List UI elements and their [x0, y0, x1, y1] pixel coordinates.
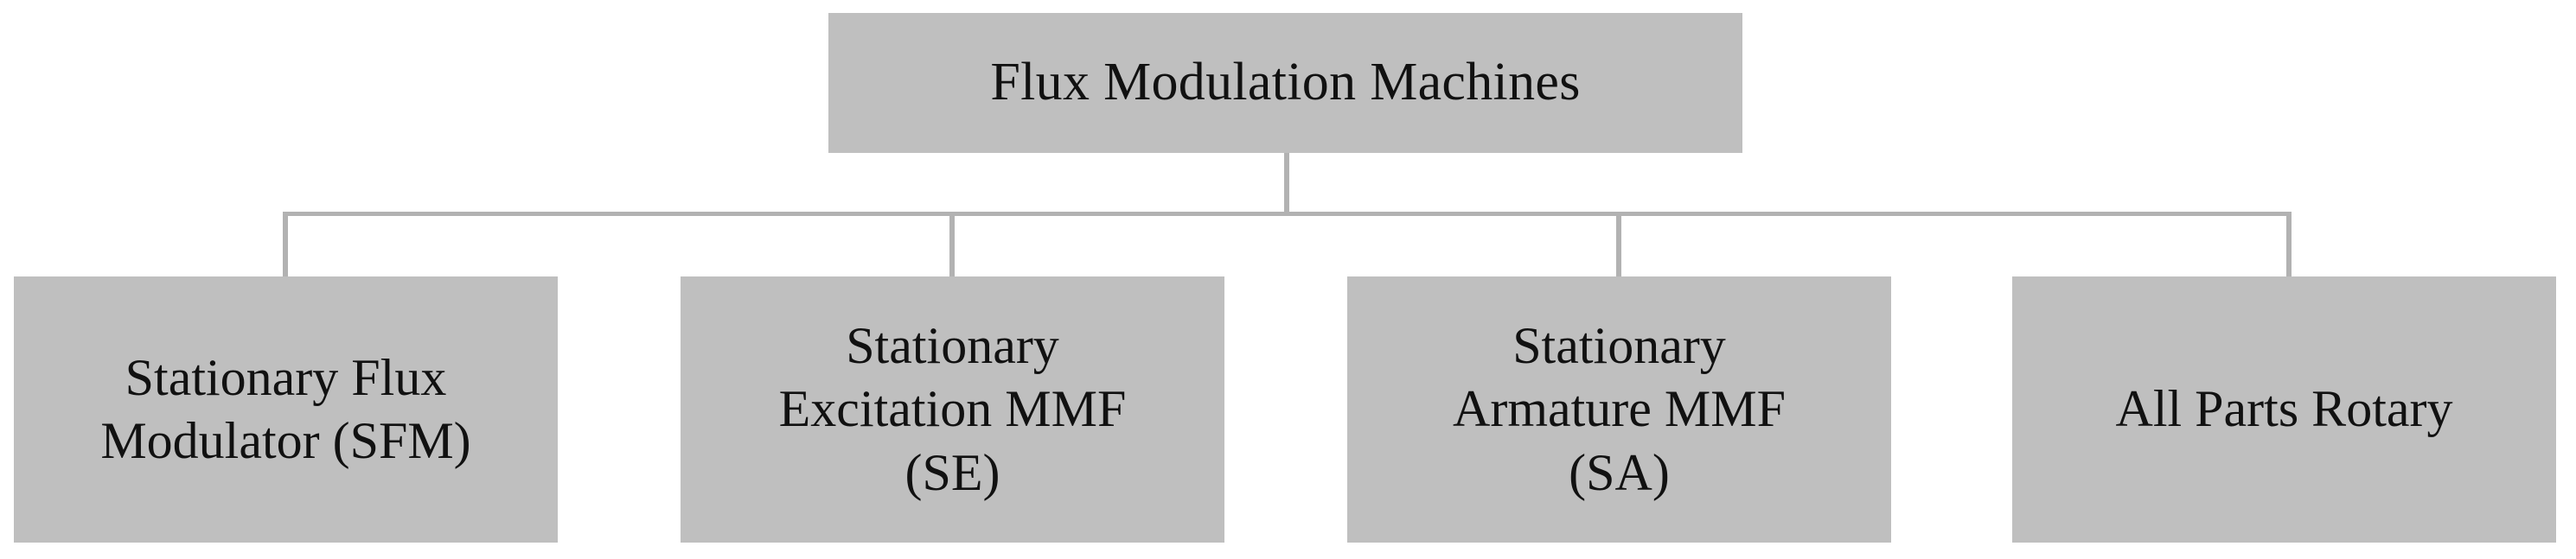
connector-horizontal-bus: [283, 212, 2292, 216]
connector-drop-stationary-flux-modulator: [283, 216, 288, 276]
connector-drop-stationary-excitation-mmf: [949, 216, 955, 276]
node-stationary-flux-modulator[interactable]: Stationary Flux Modulator (SFM): [14, 276, 558, 543]
node-flux-modulation-machines[interactable]: Flux Modulation Machines: [828, 13, 1742, 153]
connector-drop-stationary-armature-mmf: [1616, 216, 1621, 276]
connector-drop-all-parts-rotary: [2286, 216, 2292, 276]
node-label-all-parts-rotary: All Parts Rotary: [2115, 380, 2453, 438]
node-all-parts-rotary[interactable]: All Parts Rotary: [2012, 276, 2556, 543]
node-label-root: Flux Modulation Machines: [990, 53, 1581, 112]
node-stationary-armature-mmf[interactable]: Stationary Armature MMF (SA): [1347, 276, 1891, 543]
connector-root-stem: [1284, 153, 1289, 213]
node-label-stationary-armature-mmf: Stationary Armature MMF (SA): [1453, 317, 1786, 501]
node-label-stationary-excitation-mmf: Stationary Excitation MMF (SE): [778, 317, 1127, 501]
node-stationary-excitation-mmf[interactable]: Stationary Excitation MMF (SE): [681, 276, 1224, 543]
node-label-stationary-flux-modulator: Stationary Flux Modulator (SFM): [100, 348, 471, 469]
